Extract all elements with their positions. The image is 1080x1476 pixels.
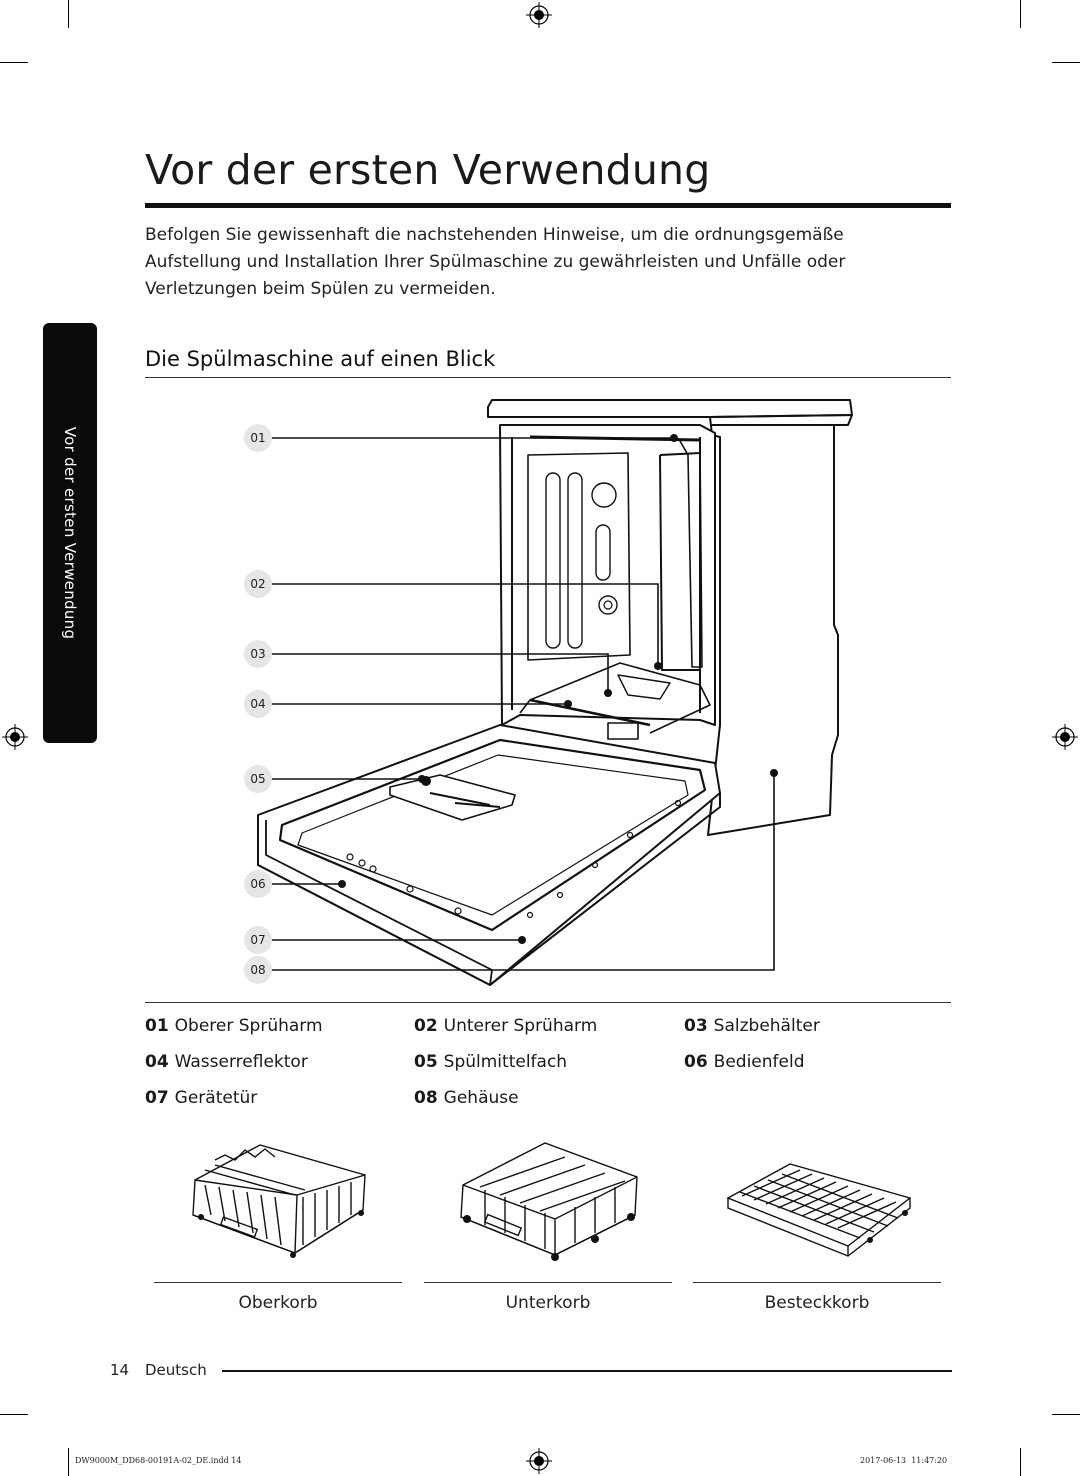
crop-mark bbox=[68, 0, 69, 28]
dishwasher-diagram: 01 02 03 04 05 06 07 08 bbox=[244, 399, 853, 986]
crop-mark bbox=[0, 1414, 28, 1415]
legend-number: 05 bbox=[414, 1052, 438, 1072]
callout-badge-07 bbox=[244, 926, 272, 954]
callout-badge-05 bbox=[244, 765, 272, 793]
callout-badge-04 bbox=[244, 690, 272, 718]
legend-label: Bedienfeld bbox=[713, 1052, 805, 1072]
basket-label-upper: Oberkorb bbox=[238, 1293, 318, 1313]
title-rule bbox=[145, 203, 951, 208]
legend-label: Wasserreflektor bbox=[174, 1052, 308, 1072]
print-info-date: 2017-06-13 ￼ 11:47:20 bbox=[860, 1456, 948, 1465]
basket-rule bbox=[693, 1282, 941, 1283]
basket-rule bbox=[154, 1282, 402, 1283]
lower-basket-illustration bbox=[460, 1142, 638, 1261]
upper-basket-illustration bbox=[192, 1144, 366, 1258]
callout-badge-01 bbox=[244, 424, 272, 452]
registration-mark-icon bbox=[2, 724, 28, 750]
legend-number: 02 bbox=[414, 1016, 438, 1036]
section-title: Die Spülmaschine auf einen Blick bbox=[145, 347, 496, 371]
legend-label: Gerätetür bbox=[174, 1088, 258, 1108]
registration-mark-icon bbox=[526, 2, 552, 28]
registration-mark-icon bbox=[526, 1448, 552, 1474]
basket-rule bbox=[424, 1282, 672, 1283]
page-title: Vor der ersten Verwendung bbox=[145, 146, 711, 194]
crop-mark bbox=[1052, 1414, 1080, 1415]
callout-text-01: 01 bbox=[250, 431, 265, 445]
legend-rule bbox=[145, 1002, 951, 1003]
callout-badge-03 bbox=[244, 640, 272, 668]
callout-text-04: 04 bbox=[250, 697, 265, 711]
callout-text-02: 02 bbox=[250, 577, 265, 591]
legend-label: Gehäuse bbox=[443, 1088, 519, 1108]
callout-text-08: 08 bbox=[250, 963, 265, 977]
legend-number: 03 bbox=[684, 1016, 708, 1036]
page-number: 14 bbox=[110, 1361, 130, 1379]
legend-number: 08 bbox=[414, 1088, 438, 1108]
legend-label: Unterer Sprüharm bbox=[443, 1016, 598, 1036]
basket-label-cutlery: Besteckkorb bbox=[764, 1293, 870, 1313]
crop-mark bbox=[68, 1448, 69, 1476]
callout-badge-06 bbox=[244, 870, 272, 898]
registration-mark-icon bbox=[1052, 724, 1078, 750]
legend-number: 07 bbox=[145, 1088, 169, 1108]
footer-language: Deutsch bbox=[145, 1361, 207, 1379]
print-info-file: DW9000M_DD68-00191A-02_DE.indd 14 bbox=[75, 1456, 242, 1465]
legend-label: Salzbehälter bbox=[713, 1016, 820, 1036]
legend-number: 04 bbox=[145, 1052, 169, 1072]
cutlery-basket-illustration bbox=[726, 1163, 912, 1257]
crop-mark bbox=[1052, 62, 1080, 63]
callout-badges: 01 02 03 04 05 06 07 08 bbox=[244, 424, 272, 984]
callout-text-07: 07 bbox=[250, 933, 265, 947]
chapter-side-tab: Vor der ersten Verwendung bbox=[43, 323, 97, 743]
callout-text-05: 05 bbox=[250, 772, 265, 786]
chapter-side-tab-label: Vor der ersten Verwendung bbox=[61, 426, 79, 640]
crop-mark bbox=[1020, 1448, 1021, 1476]
callout-badge-02 bbox=[244, 570, 272, 598]
footer-rule bbox=[222, 1370, 952, 1372]
crop-mark bbox=[0, 62, 28, 63]
section-rule bbox=[145, 377, 951, 378]
callout-text-03: 03 bbox=[250, 647, 265, 661]
basket-label-lower: Unterkorb bbox=[505, 1293, 591, 1313]
legend-label: Oberer Sprüharm bbox=[174, 1016, 323, 1036]
legend-number: 01 bbox=[145, 1016, 169, 1036]
legend-label: Spülmittelfach bbox=[443, 1052, 568, 1072]
intro-paragraph: Befolgen Sie gewissenhaft die nachstehen… bbox=[145, 225, 846, 299]
crop-mark bbox=[1020, 0, 1021, 28]
legend-number: 06 bbox=[684, 1052, 708, 1072]
callout-text-06: 06 bbox=[250, 877, 265, 891]
callout-badge-08 bbox=[244, 956, 272, 984]
